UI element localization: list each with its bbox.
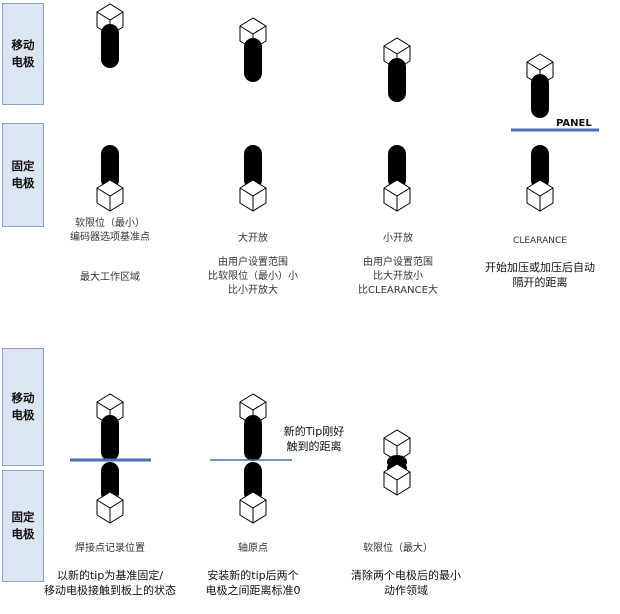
soft-limit-min-title: 软限位（最小） 编码器选项基准点	[70, 218, 150, 243]
lower-electrode-2	[239, 145, 267, 212]
lower-electrode-5	[96, 462, 124, 524]
lower-electrode-7	[383, 461, 411, 496]
lower-electrode-3	[383, 145, 411, 212]
weld-point-note: 以新的tip为基准固定/ 移动电极接触到板上的状态	[44, 569, 176, 597]
weld-point-title: 焊接点记录位置	[75, 543, 145, 554]
upper-electrode-5	[96, 393, 124, 461]
soft-limit-max-note: 清除两个电极后的最小 动作领域	[351, 569, 461, 597]
moving-electrode-label-bottom: 移动 电极	[2, 348, 44, 466]
lower-electrode-1	[96, 145, 124, 212]
panel-label: PANEL	[556, 118, 592, 129]
axis-origin-note: 安装新的tip后两个 电极之间距离标准0	[205, 569, 301, 597]
clearance-note: 开始加压或加压后自动 隔开的距离	[485, 261, 595, 289]
small-open-title: 小开放	[383, 233, 413, 244]
small-open-note: 由用户设置范围 比大开放小 比CLEARANCE大	[358, 257, 438, 296]
upper-electrode-2	[239, 17, 267, 82]
moving-electrode-label-top: 移动 电极	[2, 3, 44, 105]
fixed-electrode-label-bottom: 固定 电极	[2, 470, 44, 582]
lower-electrode-6	[239, 462, 267, 524]
big-open-title: 大开放	[238, 233, 268, 244]
upper-electrode-6	[239, 393, 267, 461]
axis-origin-side-note: 新的Tip刚好 触到的距离	[283, 425, 345, 453]
lower-electrode-4	[526, 145, 554, 212]
soft-limit-min-note: 最大工作区域	[80, 272, 140, 283]
clearance-title: CLEARANCE	[513, 236, 567, 246]
axis-origin-title: 轴原点	[238, 543, 268, 554]
soft-limit-max-title: 软限位（最大）	[363, 543, 433, 554]
upper-electrode-4	[526, 53, 554, 118]
upper-electrode-1	[96, 3, 124, 68]
big-open-note: 由用户设置范围 比软限位（最小）小 比小开放大	[208, 257, 298, 296]
upper-electrode-3	[383, 37, 411, 102]
fixed-electrode-label-top: 固定 电极	[2, 123, 44, 227]
